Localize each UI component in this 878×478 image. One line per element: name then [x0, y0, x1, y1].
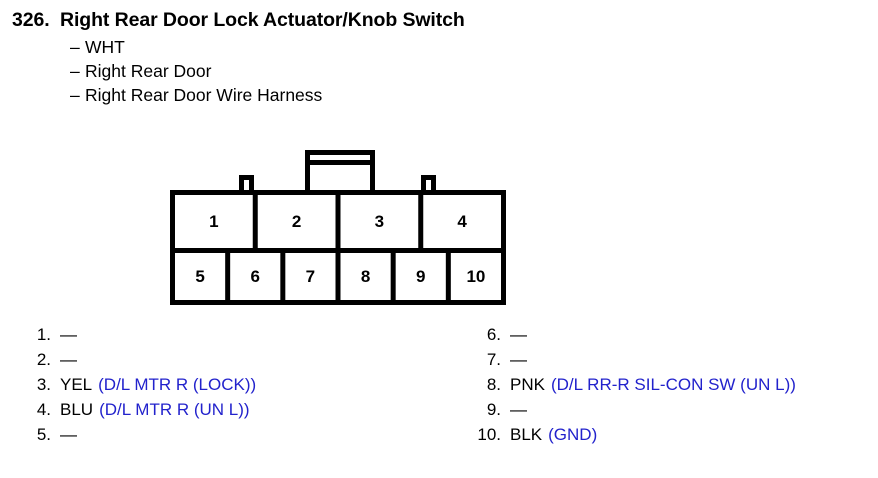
pin-cell-label: 9	[416, 267, 425, 286]
pin-wire-color: —	[60, 350, 77, 369]
pin-legend-row: 5. —	[22, 422, 256, 447]
pin-legend-left-column: 1. — 2. — 3. YEL (D/L MTR R (LOCK)) 4. B…	[22, 322, 256, 447]
pin-number: 5.	[36, 425, 51, 444]
pin-cell-label: 6	[251, 267, 260, 286]
pin-description: (D/L RR-R SIL-CON SW (UN L))	[550, 375, 796, 394]
pin-cell-label: 1	[209, 212, 218, 231]
pin-legend-row: 1. —	[22, 322, 256, 347]
header-block: 326. Right Rear Door Lock Actuator/Knob …	[12, 8, 862, 107]
pin-number: 2.	[36, 350, 51, 369]
pin-cell-label: 2	[292, 212, 301, 231]
detail-dash: –	[70, 85, 80, 105]
pin-wire-color: —	[510, 325, 527, 344]
pin-number: 3.	[36, 375, 51, 394]
pin-wire-color: —	[60, 325, 77, 344]
pin-number: 4.	[36, 400, 51, 419]
pin-description: (GND)	[548, 425, 598, 444]
pin-cell-label: 4	[457, 212, 467, 231]
pin-legend-row: 9. —	[472, 397, 796, 422]
pin-legend-row: 4. BLU (D/L MTR R (UN L))	[22, 397, 256, 422]
pin-legend-row: 2. —	[22, 347, 256, 372]
pin-number: 1.	[36, 325, 51, 344]
pin-cell-label: 8	[361, 267, 370, 286]
pin-number: 6.	[486, 325, 501, 344]
pin-legend-row: 3. YEL (D/L MTR R (LOCK))	[22, 372, 256, 397]
detail-text: Right Rear Door Wire Harness	[85, 85, 323, 105]
detail-text: Right Rear Door	[85, 61, 212, 81]
connector-diagram: 1 2 3 4 5 6 7 8 9 10	[160, 142, 520, 312]
pin-wire-color: —	[510, 350, 527, 369]
latch-bracket-icon	[305, 150, 375, 195]
detail-text: WHT	[85, 37, 125, 57]
pin-cell-label: 5	[195, 267, 204, 286]
pin-legend-row: 8. PNK (D/L RR-R SIL-CON SW (UN L))	[472, 372, 796, 397]
component-detail-list: –WHT –Right Rear Door –Right Rear Door W…	[12, 35, 862, 107]
pin-description: (D/L MTR R (UN L))	[99, 400, 250, 419]
pin-number: 10.	[477, 425, 501, 444]
detail-line: –WHT	[70, 35, 862, 59]
page-title: 326. Right Rear Door Lock Actuator/Knob …	[12, 8, 862, 32]
right-tab-icon	[421, 175, 436, 195]
pin-number: 7.	[486, 350, 501, 369]
component-title: Right Rear Door Lock Actuator/Knob Switc…	[60, 9, 465, 31]
pin-legend: 1. — 2. — 3. YEL (D/L MTR R (LOCK)) 4. B…	[0, 322, 878, 478]
pin-cell-label: 10	[466, 267, 485, 286]
pin-legend-row: 10. BLK (GND)	[472, 422, 796, 447]
pin-cell-label: 3	[375, 212, 384, 231]
pin-wire-color: BLK	[510, 425, 543, 444]
pin-number: 9.	[486, 400, 501, 419]
pin-wire-color: YEL	[60, 375, 93, 394]
left-tab-icon	[239, 175, 254, 195]
pin-legend-right-column: 6. — 7. — 8. PNK (D/L RR-R SIL-CON SW (U…	[472, 322, 796, 447]
detail-dash: –	[70, 61, 80, 81]
pin-description: (D/L MTR R (LOCK))	[98, 375, 257, 394]
component-number: 326.	[12, 9, 50, 31]
pin-wire-color: PNK	[510, 375, 545, 394]
detail-dash: –	[70, 37, 80, 57]
detail-line: –Right Rear Door	[70, 59, 862, 83]
pin-number: 8.	[486, 375, 501, 394]
detail-line: –Right Rear Door Wire Harness	[70, 83, 862, 107]
pin-wire-color: BLU	[60, 400, 94, 419]
pin-wire-color: —	[60, 425, 77, 444]
pin-legend-row: 7. —	[472, 347, 796, 372]
pin-legend-row: 6. —	[472, 322, 796, 347]
pin-wire-color: —	[510, 400, 527, 419]
pin-cell-label: 7	[306, 267, 315, 286]
connector-outline	[170, 150, 506, 305]
